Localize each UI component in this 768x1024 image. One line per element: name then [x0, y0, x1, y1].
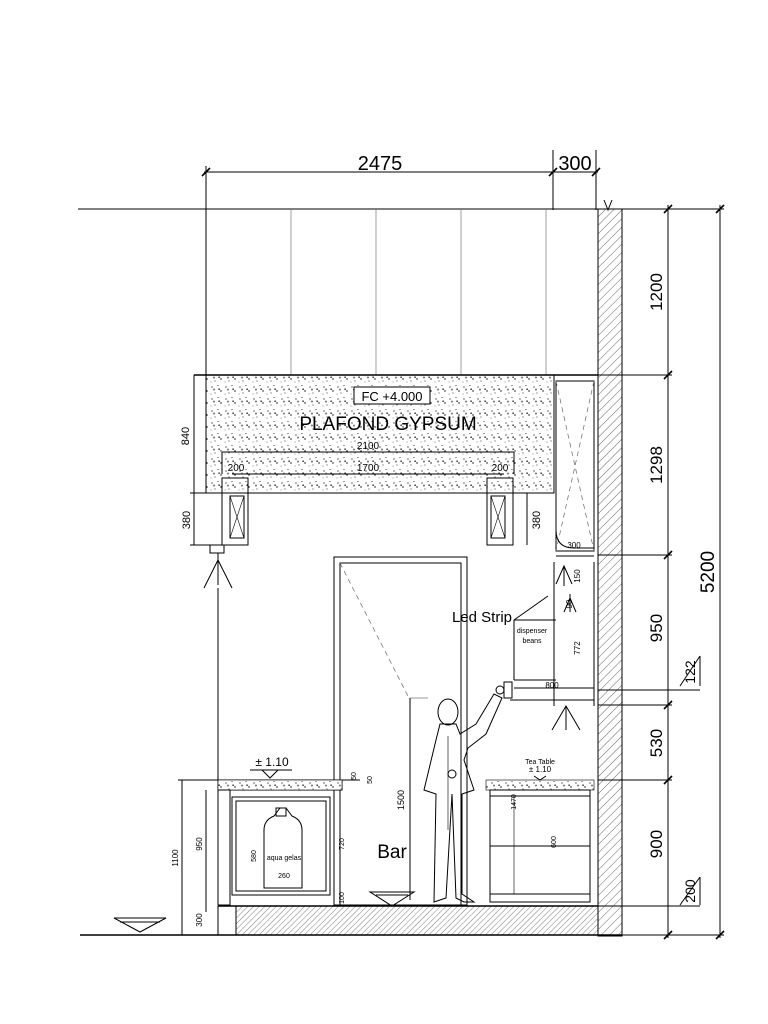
ceiling-edge-right: 200	[492, 463, 509, 474]
ceiling-span-outer: 2100	[357, 441, 380, 452]
dim-right-3: 950	[647, 614, 666, 642]
figure-height-dim: 1500	[396, 790, 406, 810]
right-counter-d600: 600	[551, 836, 558, 848]
left-counter-d720: 720	[339, 838, 346, 850]
upper-plenum	[78, 208, 598, 375]
left-counter-height: 1100	[171, 849, 180, 867]
water-height: 580	[251, 850, 258, 862]
dispenser-label-1: dispenser	[517, 628, 548, 635]
ceiling-edge-left: 200	[228, 463, 245, 474]
dim-top-main: 2475	[358, 153, 403, 175]
beam-right-height: 380	[531, 511, 543, 529]
bar-label: Bar	[377, 842, 407, 863]
dim-right-total: 5200	[698, 551, 719, 593]
gypsum-ceiling: FC +4.000 PLAFOND GYPSUM 2100 1700 200 2…	[180, 374, 598, 494]
door-opening: 1500	[333, 556, 468, 906]
dim-772: 772	[573, 641, 582, 655]
dim-right-1: 1200	[647, 273, 666, 311]
ceiling-span-inner: 1700	[357, 463, 380, 474]
ceiling-beam-left: 380	[181, 477, 249, 546]
human-figure	[423, 685, 505, 903]
level-tag-box	[353, 386, 431, 405]
top-dimension: 2475 300	[201, 150, 601, 210]
left-counter-d100: 100	[339, 892, 346, 904]
wall-breakline	[603, 199, 613, 212]
ceiling-beam-right: 380	[486, 477, 543, 546]
dim-150: 150	[573, 569, 582, 583]
right-wall	[597, 208, 623, 937]
spot-light-left	[203, 544, 233, 780]
left-counter-d50b: 50	[367, 776, 374, 784]
left-counter-d50a: 50	[351, 772, 358, 780]
dim-right-5: 900	[647, 830, 666, 858]
left-counter-inner: 950	[195, 837, 204, 851]
left-counter-level: ± 1.10	[255, 755, 289, 769]
dim-top-side: 300	[558, 153, 591, 175]
beam-left-height: 380	[181, 511, 193, 529]
dispenser-label-2: beans	[522, 638, 542, 645]
water-width: 260	[278, 873, 290, 880]
left-counter-base: 300	[195, 913, 204, 927]
right-counter-level: ± 1.10	[529, 765, 552, 774]
level-marker-center	[368, 891, 416, 907]
right-dimension-chain: 1200 1298 950 530 900 5200 122 200	[80, 204, 725, 940]
right-counter-d1470: 1470	[511, 794, 518, 810]
dim-300-small: 300	[567, 541, 581, 550]
dim-offset-122: 122	[682, 660, 698, 684]
dim-800: 800	[545, 681, 559, 690]
left-counter: ± 1.10 aqua gelas 260 580 1100 950 300 5…	[171, 755, 374, 935]
ceiling-height-left: 840	[180, 427, 192, 445]
right-counter-title: Tea Table	[525, 759, 555, 766]
floor	[80, 905, 622, 936]
ceiling-label: PLAFOND GYPSUM	[299, 414, 476, 435]
right-counter: Tea Table ± 1.10 1470 600	[485, 759, 595, 903]
dim-right-4: 530	[647, 729, 666, 757]
dim-offset-200: 200	[682, 879, 698, 903]
water-label: aqua gelas	[267, 855, 302, 862]
ceiling-level-tag: FC +4.000	[361, 389, 422, 404]
dim-right-2: 1298	[647, 446, 666, 484]
